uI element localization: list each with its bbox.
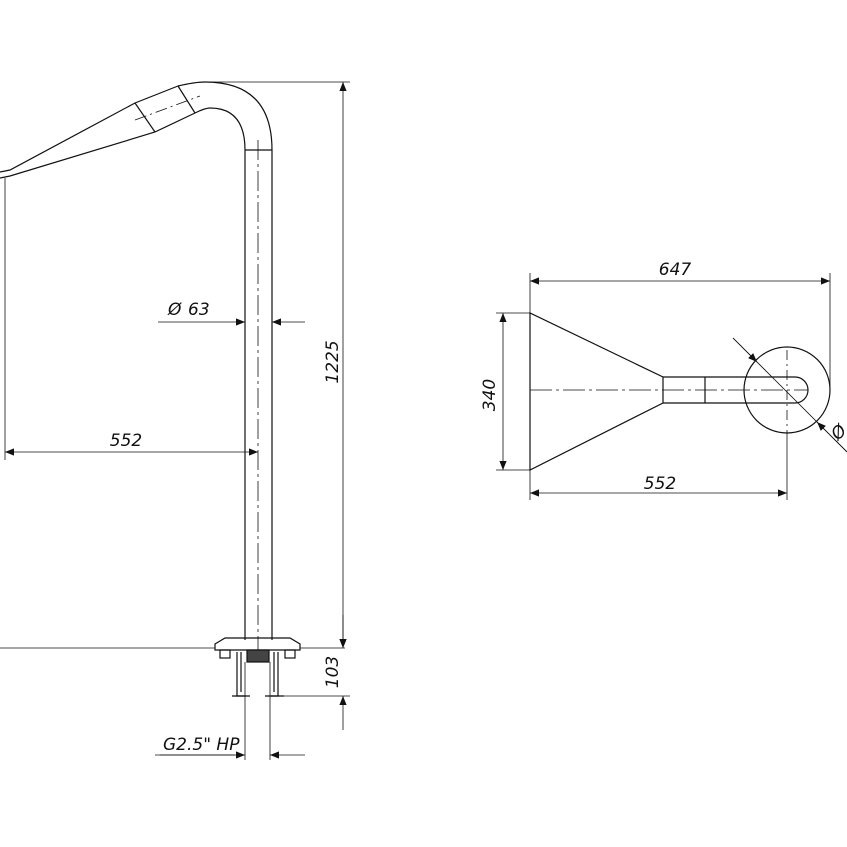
base-flange: [214, 637, 301, 651]
dim-width-label: 340: [480, 379, 500, 411]
dim-diameter-prefix: Ø: [167, 300, 182, 320]
nozzle-joint-line: [134, 102, 156, 133]
anchor-legs: [232, 652, 284, 697]
pipe-inner-wall: [194, 107, 246, 640]
thread-connector: [244, 662, 271, 760]
base-bolts: [219, 649, 296, 663]
dim-diameter-label: 63: [188, 300, 210, 320]
diameter-diagonal-arrow-a: [732, 337, 758, 363]
dim-reach-label: 552: [110, 431, 142, 451]
side-view: [0, 81, 350, 760]
nozzle-center-line: [134, 95, 201, 121]
top-view: [496, 273, 847, 500]
dim-overall-length-label: 647: [659, 260, 692, 280]
nozzle-ring-line: [177, 85, 196, 114]
dim-height-label: 1225: [323, 340, 343, 383]
pipe-outer-wall: [177, 81, 273, 640]
dim-thread-label: G2.5" HP: [163, 735, 240, 755]
dim-top-reach-label: 552: [644, 474, 676, 494]
nozzle-fan: [529, 312, 664, 471]
diameter-diagonal-arrow-b: [816, 421, 847, 453]
spout-nozzle: [0, 85, 196, 179]
dim-base-height-label: 103: [323, 656, 343, 688]
